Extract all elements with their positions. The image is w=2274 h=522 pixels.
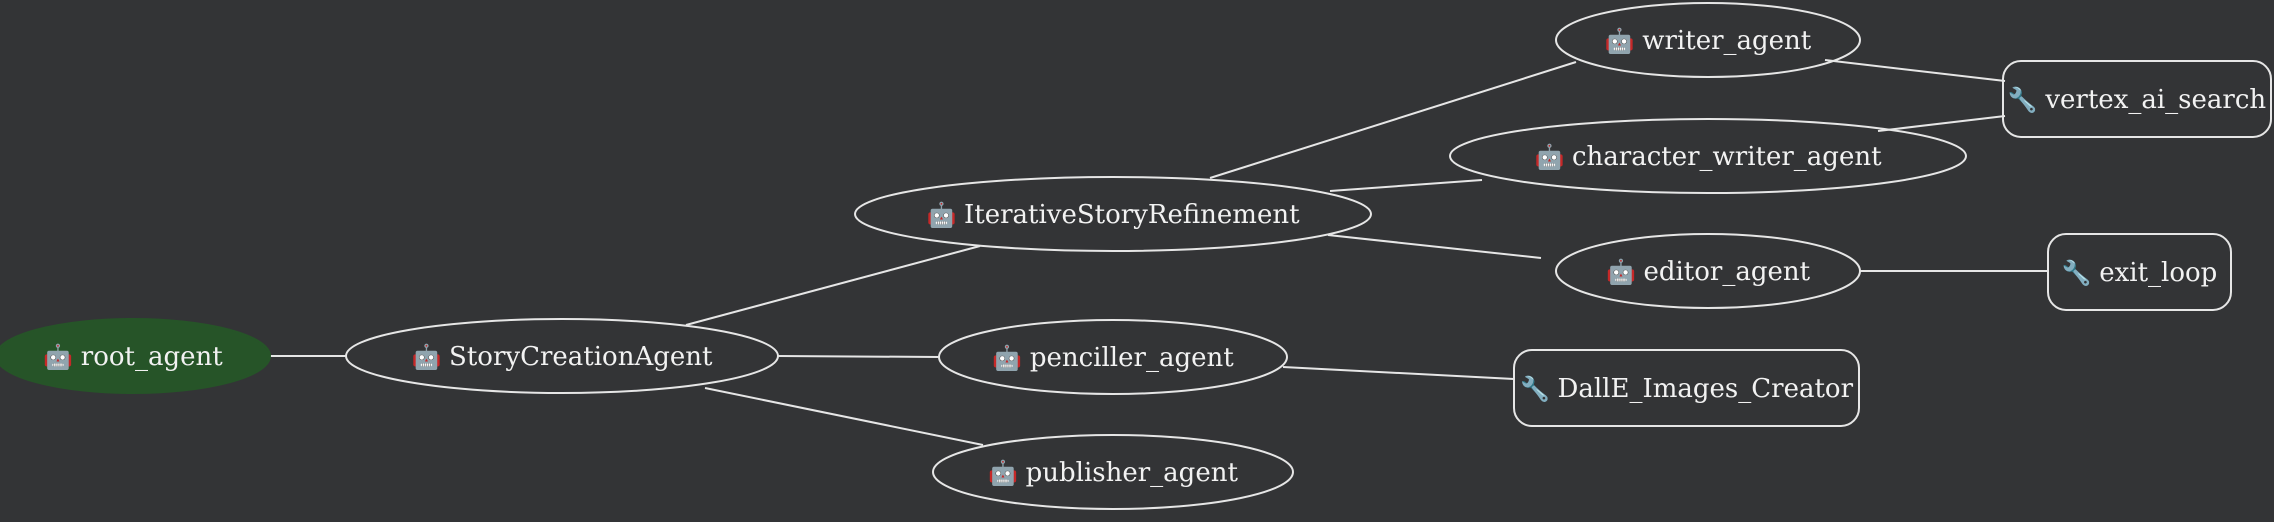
robot-icon: 🤖	[1605, 27, 1643, 55]
node-ellipse	[854, 176, 1372, 252]
node-publisher-agent[interactable]: 🤖 publisher_agent	[932, 434, 1294, 510]
node-label-text: editor_agent	[1643, 257, 1810, 287]
node-editor-agent[interactable]: 🤖 editor_agent	[1555, 233, 1861, 309]
edge-story_creation_agent-to-penciller_agent	[777, 355, 941, 358]
node-ellipse	[0, 318, 271, 394]
robot-icon: 🤖	[412, 343, 450, 371]
node-label-text: character_writer_agent	[1572, 142, 1882, 172]
node-label-text: vertex_ai_search	[2044, 85, 2266, 115]
node-label: 🤖 editor_agent	[1606, 257, 1811, 287]
edge-penciller_agent-to-dalle_images_creator	[1282, 366, 1515, 380]
node-label: 🤖 penciller_agent	[992, 343, 1234, 373]
robot-icon: 🤖	[43, 343, 81, 371]
node-ellipse	[932, 434, 1294, 510]
node-exit-loop[interactable]: 🔧 exit_loop	[2047, 233, 2232, 311]
robot-icon: 🤖	[926, 201, 964, 229]
edge-story_creation_agent-to-publisher_agent	[704, 387, 984, 446]
node-ellipse	[1555, 2, 1861, 78]
node-label: 🔧 DallE_Images_Creator	[1520, 374, 1854, 404]
node-vertex-ai-search[interactable]: 🔧 vertex_ai_search	[2002, 60, 2272, 138]
wrench-icon: 🔧	[2008, 85, 2046, 114]
node-label: 🤖 root_agent	[43, 342, 223, 372]
node-label-text: penciller_agent	[1030, 343, 1234, 373]
wrench-icon: 🔧	[2062, 258, 2100, 287]
edge-character_writer_agent-to-vertex_ai_search	[1877, 115, 2006, 132]
node-root-agent[interactable]: 🤖 root_agent	[0, 318, 271, 394]
node-box	[2002, 60, 2272, 138]
node-penciller-agent[interactable]: 🤖 penciller_agent	[938, 319, 1288, 395]
node-label: 🤖 writer_agent	[1605, 26, 1812, 56]
node-box	[2047, 233, 2232, 311]
edge-iterative_story_refinement-to-editor_agent	[1327, 234, 1542, 259]
node-label-text: root_agent	[81, 342, 223, 372]
robot-icon: 🤖	[988, 459, 1026, 487]
node-dalle-images-creator[interactable]: 🔧 DallE_Images_Creator	[1513, 349, 1860, 427]
wrench-icon: 🔧	[1520, 374, 1558, 403]
node-label-text: writer_agent	[1642, 26, 1812, 56]
robot-icon: 🤖	[1534, 143, 1572, 171]
node-box	[1513, 349, 1860, 427]
node-character-writer-agent[interactable]: 🤖 character_writer_agent	[1449, 118, 1967, 194]
node-label-text: StoryCreationAgent	[449, 342, 713, 372]
node-label-text: publisher_agent	[1026, 458, 1239, 488]
node-label: 🔧 vertex_ai_search	[2008, 85, 2267, 115]
edge-iterative_story_refinement-to-writer_agent	[1209, 61, 1577, 179]
node-story-creation-agent[interactable]: 🤖 StoryCreationAgent	[345, 318, 779, 394]
robot-icon: 🤖	[992, 344, 1030, 372]
node-label: 🤖 IterativeStoryRefinement	[926, 200, 1300, 230]
edges	[270, 59, 2048, 446]
robot-icon: 🤖	[1606, 258, 1644, 286]
node-ellipse	[345, 318, 779, 394]
node-label: 🤖 publisher_agent	[988, 458, 1238, 488]
node-label-text: IterativeStoryRefinement	[964, 200, 1300, 230]
edge-story_creation_agent-to-iterative_story_refinement	[685, 245, 981, 326]
node-ellipse	[1449, 118, 1967, 194]
edge-writer_agent-to-vertex_ai_search	[1824, 59, 2006, 82]
node-label: 🔧 exit_loop	[2062, 258, 2218, 288]
node-label: 🤖 character_writer_agent	[1534, 142, 1882, 172]
node-ellipse	[1555, 233, 1861, 309]
node-writer-agent[interactable]: 🤖 writer_agent	[1555, 2, 1861, 78]
edge-iterative_story_refinement-to-character_writer_agent	[1329, 179, 1483, 192]
nodes: 🤖 root_agent🤖 StoryCreationAgent🤖 Iterat…	[0, 2, 2272, 510]
node-ellipse	[938, 319, 1288, 395]
node-label-text: exit_loop	[2099, 258, 2217, 288]
node-iterative-story-refinement[interactable]: 🤖 IterativeStoryRefinement	[854, 176, 1372, 252]
node-label: 🤖 StoryCreationAgent	[412, 342, 713, 372]
node-label-text: DallE_Images_Creator	[1558, 374, 1854, 404]
